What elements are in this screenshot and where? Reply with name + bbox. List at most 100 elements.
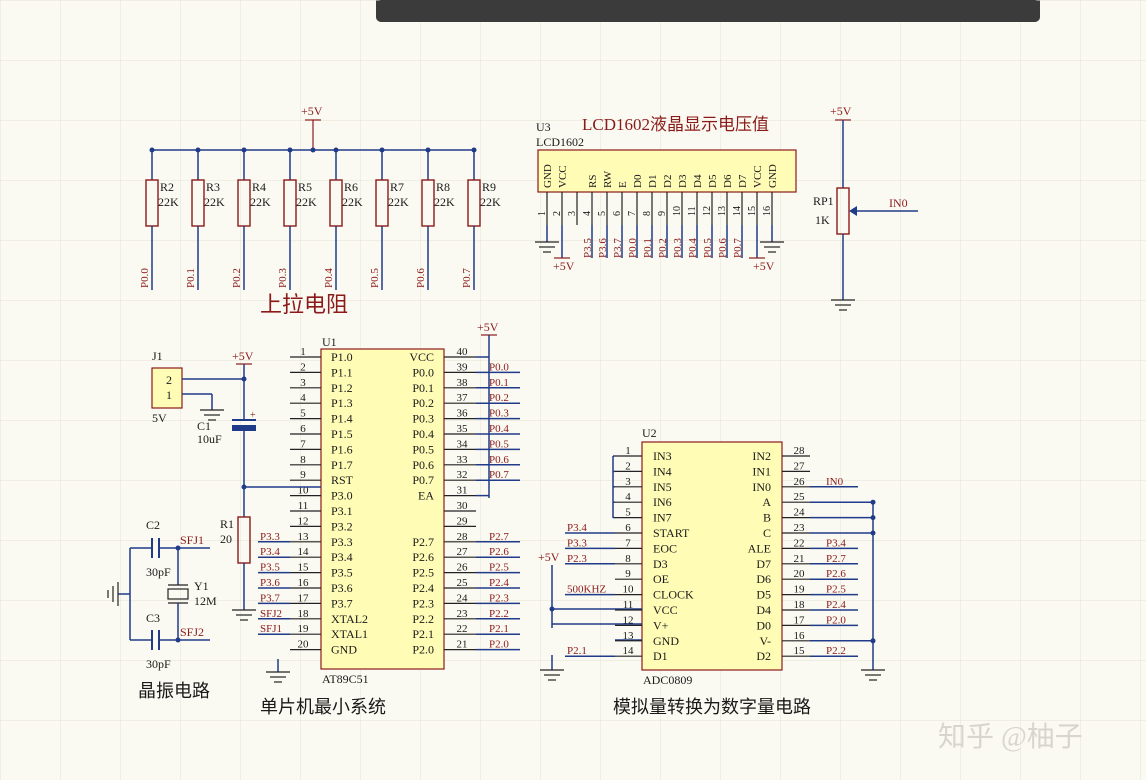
pot-value: 1K (815, 213, 830, 227)
mcu-pin-name: P1.4 (331, 412, 353, 426)
lcd-pin-name: D4 (692, 174, 704, 188)
mcu-pin-name: P3.0 (331, 489, 353, 503)
lcd-pin-net: P0.3 (672, 238, 684, 258)
mcu-pin-number: 38 (457, 377, 469, 389)
lcd-pin-name: GND (542, 164, 554, 188)
mcu-pin-name: XTAL2 (331, 612, 368, 626)
lcd-pin-net: P0.1 (642, 238, 654, 258)
lcd-pin-name: D3 (677, 174, 689, 188)
adc-pin-name: IN5 (653, 480, 672, 494)
adc-pin-net: P2.2 (826, 645, 846, 657)
adc-pin-number: 16 (794, 630, 806, 642)
adc-pin-name: IN7 (653, 511, 672, 525)
mcu-pin-net: P2.6 (489, 546, 509, 558)
mcu-pin-number: 24 (457, 592, 469, 604)
adc-pin-name: GND (653, 634, 679, 648)
mcu-pin-name: P3.5 (331, 566, 353, 580)
mcu-pin-number: 26 (457, 562, 469, 574)
lcd-pin-number: 10 (672, 206, 683, 216)
c1-value: 10uF (197, 432, 222, 446)
adc-pin-number: 2 (625, 460, 631, 472)
mcu-pin-net: P3.5 (260, 562, 280, 574)
adc-pin-net: P2.6 (826, 568, 846, 580)
adc-pin-net: P2.0 (826, 614, 846, 626)
crystal-net2: SFJ2 (180, 625, 204, 639)
lcd-pin-number: 13 (717, 206, 728, 216)
lcd-pin-net: P3.5 (582, 238, 594, 258)
r1-value: 20 (220, 532, 232, 546)
mcu-pin-number: 31 (457, 485, 468, 497)
pot-ref: RP1 (813, 194, 834, 208)
c1-ref: C1 (197, 419, 211, 433)
mcu-pin-net: P2.3 (489, 592, 509, 604)
pot-net: IN0 (889, 196, 908, 210)
mcu-pin-name: P2.7 (412, 535, 434, 549)
adc-pin-number: 8 (625, 553, 631, 565)
adc-pin-name: A (762, 495, 771, 509)
adc-caption: 模拟量转换为数字量电路 (613, 697, 811, 717)
adc-pin-number: 17 (794, 614, 806, 626)
adc-pin-name: VCC (653, 603, 678, 617)
resistor-value: 22K (434, 195, 455, 209)
pullup-power-label: +5V (301, 104, 323, 118)
adc-pin-name: B (763, 511, 771, 525)
mcu-pin-net: P0.1 (489, 377, 509, 389)
lcd-pin-name: VCC (752, 165, 764, 188)
adc-pin-name: EOC (653, 541, 677, 555)
adc-pin-number: 22 (794, 537, 805, 549)
mcu-pin-number: 22 (457, 623, 468, 635)
mcu-pin-name: P1.2 (331, 381, 353, 395)
pullup-caption: 上拉电阻 (260, 292, 348, 317)
adc-pin-number: 23 (794, 522, 806, 534)
j1-ref: J1 (152, 349, 163, 363)
mcu-pin-net: P2.7 (489, 531, 509, 543)
adc-pin-number: 26 (794, 476, 806, 488)
adc-pin-name: D4 (756, 603, 771, 617)
mcu-pin-net: P2.2 (489, 608, 509, 620)
c2-value: 30pF (146, 565, 171, 579)
adc-pin-net: IN0 (826, 476, 844, 488)
adc-pin-name: IN4 (653, 464, 672, 478)
mcu-pin-number: 12 (298, 515, 309, 527)
mcu-pin-net: P0.2 (489, 392, 509, 404)
mcu-pin-number: 19 (298, 623, 310, 635)
mcu-pin-number: 30 (457, 500, 469, 512)
mcu-pin-name: P0.0 (412, 365, 434, 379)
mcu-pin-number: 28 (457, 531, 469, 543)
mcu-pin-name: P3.6 (331, 581, 353, 595)
mcu-pin-net: P3.4 (260, 546, 280, 558)
adc-pin-number: 10 (623, 584, 635, 596)
adc-pin-number: 21 (794, 553, 805, 565)
resistor-net: P0.3 (277, 268, 289, 288)
lcd-pin-number: 2 (552, 211, 563, 216)
mcu-pin-name: P1.1 (331, 365, 353, 379)
y1-ref: Y1 (194, 579, 209, 593)
lcd-pin-net: P0.4 (687, 238, 699, 258)
mcu-pin-number: 40 (457, 346, 469, 358)
adc-ref: U2 (642, 426, 657, 440)
mcu-pin-net: P2.4 (489, 577, 509, 589)
mcu-pin-net: P2.1 (489, 623, 509, 635)
mcu-pin-name: P3.3 (331, 535, 353, 549)
j1-power-label: +5V (232, 349, 254, 363)
mcu-pin-net: SFJ1 (260, 623, 282, 635)
adc-pin-number: 14 (623, 645, 635, 657)
mcu-pin-number: 6 (300, 423, 306, 435)
adc-power-label: +5V (538, 550, 560, 564)
mcu-pin-number: 11 (298, 500, 309, 512)
adc-pin-number: 4 (625, 491, 631, 503)
j1-pin1: 1 (166, 388, 172, 402)
mcu-pin-number: 23 (457, 608, 469, 620)
lcd-pin-name: RS (587, 175, 599, 188)
adc-pin-net: P2.3 (567, 553, 587, 565)
crystal-section: C2 30pF C3 30pF Y1 12M S (107, 518, 217, 701)
lcd-pin-name: D2 (662, 175, 674, 188)
mcu-pin-name: P3.4 (331, 550, 353, 564)
resistor-value: 22K (204, 195, 225, 209)
lcd-pin-name: VCC (557, 165, 569, 188)
resistor-value: 22K (296, 195, 317, 209)
j1-value: 5V (152, 411, 167, 425)
